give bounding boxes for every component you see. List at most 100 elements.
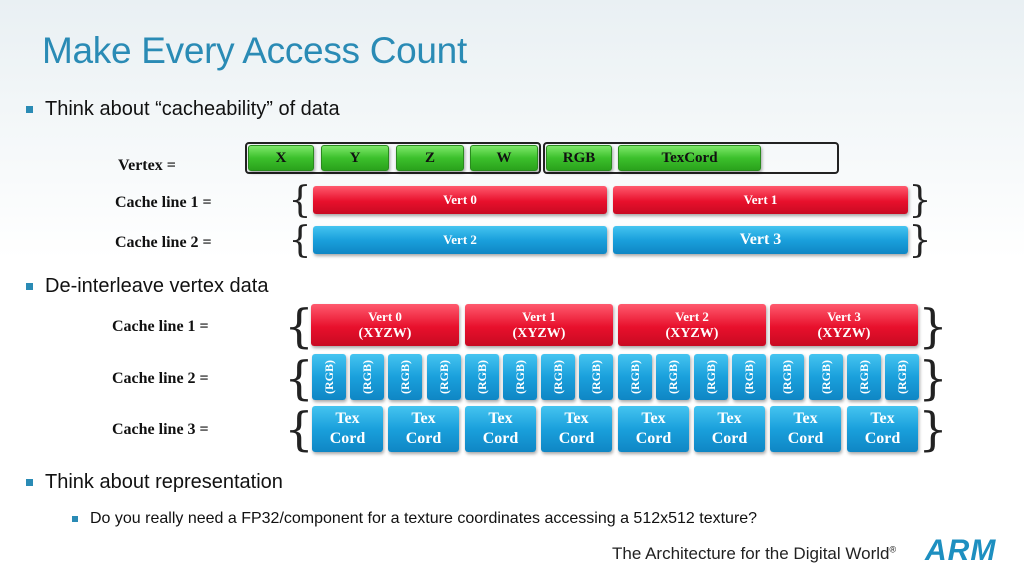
rgb-label: (RGB) [397, 360, 412, 394]
registered-mark: ® [889, 544, 897, 555]
vert-label: Vert 0 [368, 309, 402, 324]
cord-label: Cord [329, 430, 366, 447]
footer-tagline: The Architecture for the Digital World® [612, 544, 896, 564]
rgb-label: (RGB) [894, 360, 909, 394]
rgb-label: (RGB) [321, 360, 336, 394]
left-brace-icon: { [284, 351, 314, 405]
rgb-block: (RGB) [388, 354, 422, 400]
vertex-field-x: X [248, 145, 314, 171]
rgb-block: (RGB) [694, 354, 728, 400]
rgb-block: (RGB) [618, 354, 652, 400]
tex-label: Tex [641, 410, 666, 427]
cord-label: Cord [558, 430, 595, 447]
bullet-text: De-interleave vertex data [45, 275, 269, 297]
rgb-label: (RGB) [741, 360, 756, 394]
vert-xyzw-label: (XYZW) [817, 326, 871, 341]
vert-xyzw-block: Vert 2 (XYZW) [618, 304, 766, 346]
cord-label: Cord [482, 430, 519, 447]
vertex-field-y: Y [321, 145, 389, 171]
right-brace-icon: } [918, 402, 948, 456]
bullet-square-icon [26, 283, 33, 290]
cache-line-2-label: Cache line 2 = [115, 234, 212, 251]
tagline-text: The Architecture for the Digital World [612, 544, 890, 563]
rgb-label: (RGB) [436, 360, 451, 394]
rgb-block: (RGB) [465, 354, 499, 400]
vert-label: Vert 1 [522, 309, 556, 324]
rgb-block: (RGB) [885, 354, 919, 400]
vert-xyzw-block: Vert 1(XYZW) [465, 304, 613, 346]
bullet-square-icon [72, 516, 78, 522]
arm-logo: ARM [925, 534, 997, 567]
rgb-block: (RGB) [809, 354, 843, 400]
rgb-label: (RGB) [779, 360, 794, 394]
rgb-label: (RGB) [856, 360, 871, 394]
tex-label: Tex [335, 410, 360, 427]
rgb-label: (RGB) [627, 360, 642, 394]
rgb-label: (RGB) [550, 360, 565, 394]
cache-line-3-label: Cache line 3 = [112, 421, 209, 438]
vertex-field-w: W [470, 145, 538, 171]
bullet-deinterleave: De-interleave vertex data [26, 275, 268, 298]
bullet-text: Think about representation [45, 471, 283, 493]
vert-xyzw-label: (XYZW) [358, 326, 412, 341]
rgb-block: (RGB) [350, 354, 384, 400]
vertex-attribute-outline [543, 142, 839, 174]
vert-label: Vert 3 [827, 309, 861, 324]
cache-line-1-label: Cache line 1 = [112, 318, 209, 335]
sub-bullet-fp32: Do you really need a FP32/component for … [72, 510, 757, 528]
right-brace-icon: } [908, 179, 932, 221]
cord-label: Cord [635, 430, 672, 447]
cord-label: Cord [864, 430, 901, 447]
rgb-label: (RGB) [474, 360, 489, 394]
rgb-label: (RGB) [703, 360, 718, 394]
vert-xyzw-block: Vert 0 (XYZW) [311, 304, 459, 346]
tex-label: Tex [717, 410, 742, 427]
vert-label: Vert 2 [675, 309, 709, 324]
rgb-label: (RGB) [588, 360, 603, 394]
rgb-block: (RGB) [579, 354, 613, 400]
tex-label: Tex [411, 410, 436, 427]
right-brace-icon: } [918, 351, 948, 405]
left-brace-icon: { [284, 299, 314, 353]
tex-label: Tex [793, 410, 818, 427]
left-brace-icon: { [288, 179, 312, 221]
vert-block: Vert 3 [613, 226, 908, 254]
cord-label: Cord [711, 430, 748, 447]
rgb-block: (RGB) [541, 354, 575, 400]
vertex-field-texcord: TexCord [618, 145, 761, 171]
cord-label: Cord [787, 430, 824, 447]
bullet-square-icon [26, 106, 33, 113]
tex-label: Tex [870, 410, 895, 427]
rgb-block: (RGB) [312, 354, 346, 400]
rgb-label: (RGB) [818, 360, 833, 394]
cord-label: Cord [405, 430, 442, 447]
rgb-block: (RGB) [732, 354, 766, 400]
right-brace-icon: } [908, 219, 932, 261]
vert-xyzw-label: (XYZW) [665, 326, 719, 341]
rgb-label: (RGB) [665, 360, 680, 394]
slide-title: Make Every Access Count [42, 30, 467, 71]
cache-line-1-label: Cache line 1 = [115, 194, 212, 211]
tex-label: Tex [488, 410, 513, 427]
rgb-label: (RGB) [359, 360, 374, 394]
rgb-label: (RGB) [512, 360, 527, 394]
vertex-position-outline [245, 142, 541, 174]
bullet-cacheability: Think about “cacheability” of data [26, 98, 340, 121]
left-brace-icon: { [284, 402, 314, 456]
vertex-label: Vertex = [118, 157, 176, 174]
left-brace-icon: { [288, 219, 312, 261]
right-brace-icon: } [918, 299, 948, 353]
bullet-representation: Think about representation [26, 471, 283, 494]
vert-block: Vert 2 [313, 226, 607, 254]
rgb-block: (RGB) [427, 354, 461, 400]
vertex-field-rgb: RGB [546, 145, 612, 171]
rgb-block: (RGB) [503, 354, 537, 400]
